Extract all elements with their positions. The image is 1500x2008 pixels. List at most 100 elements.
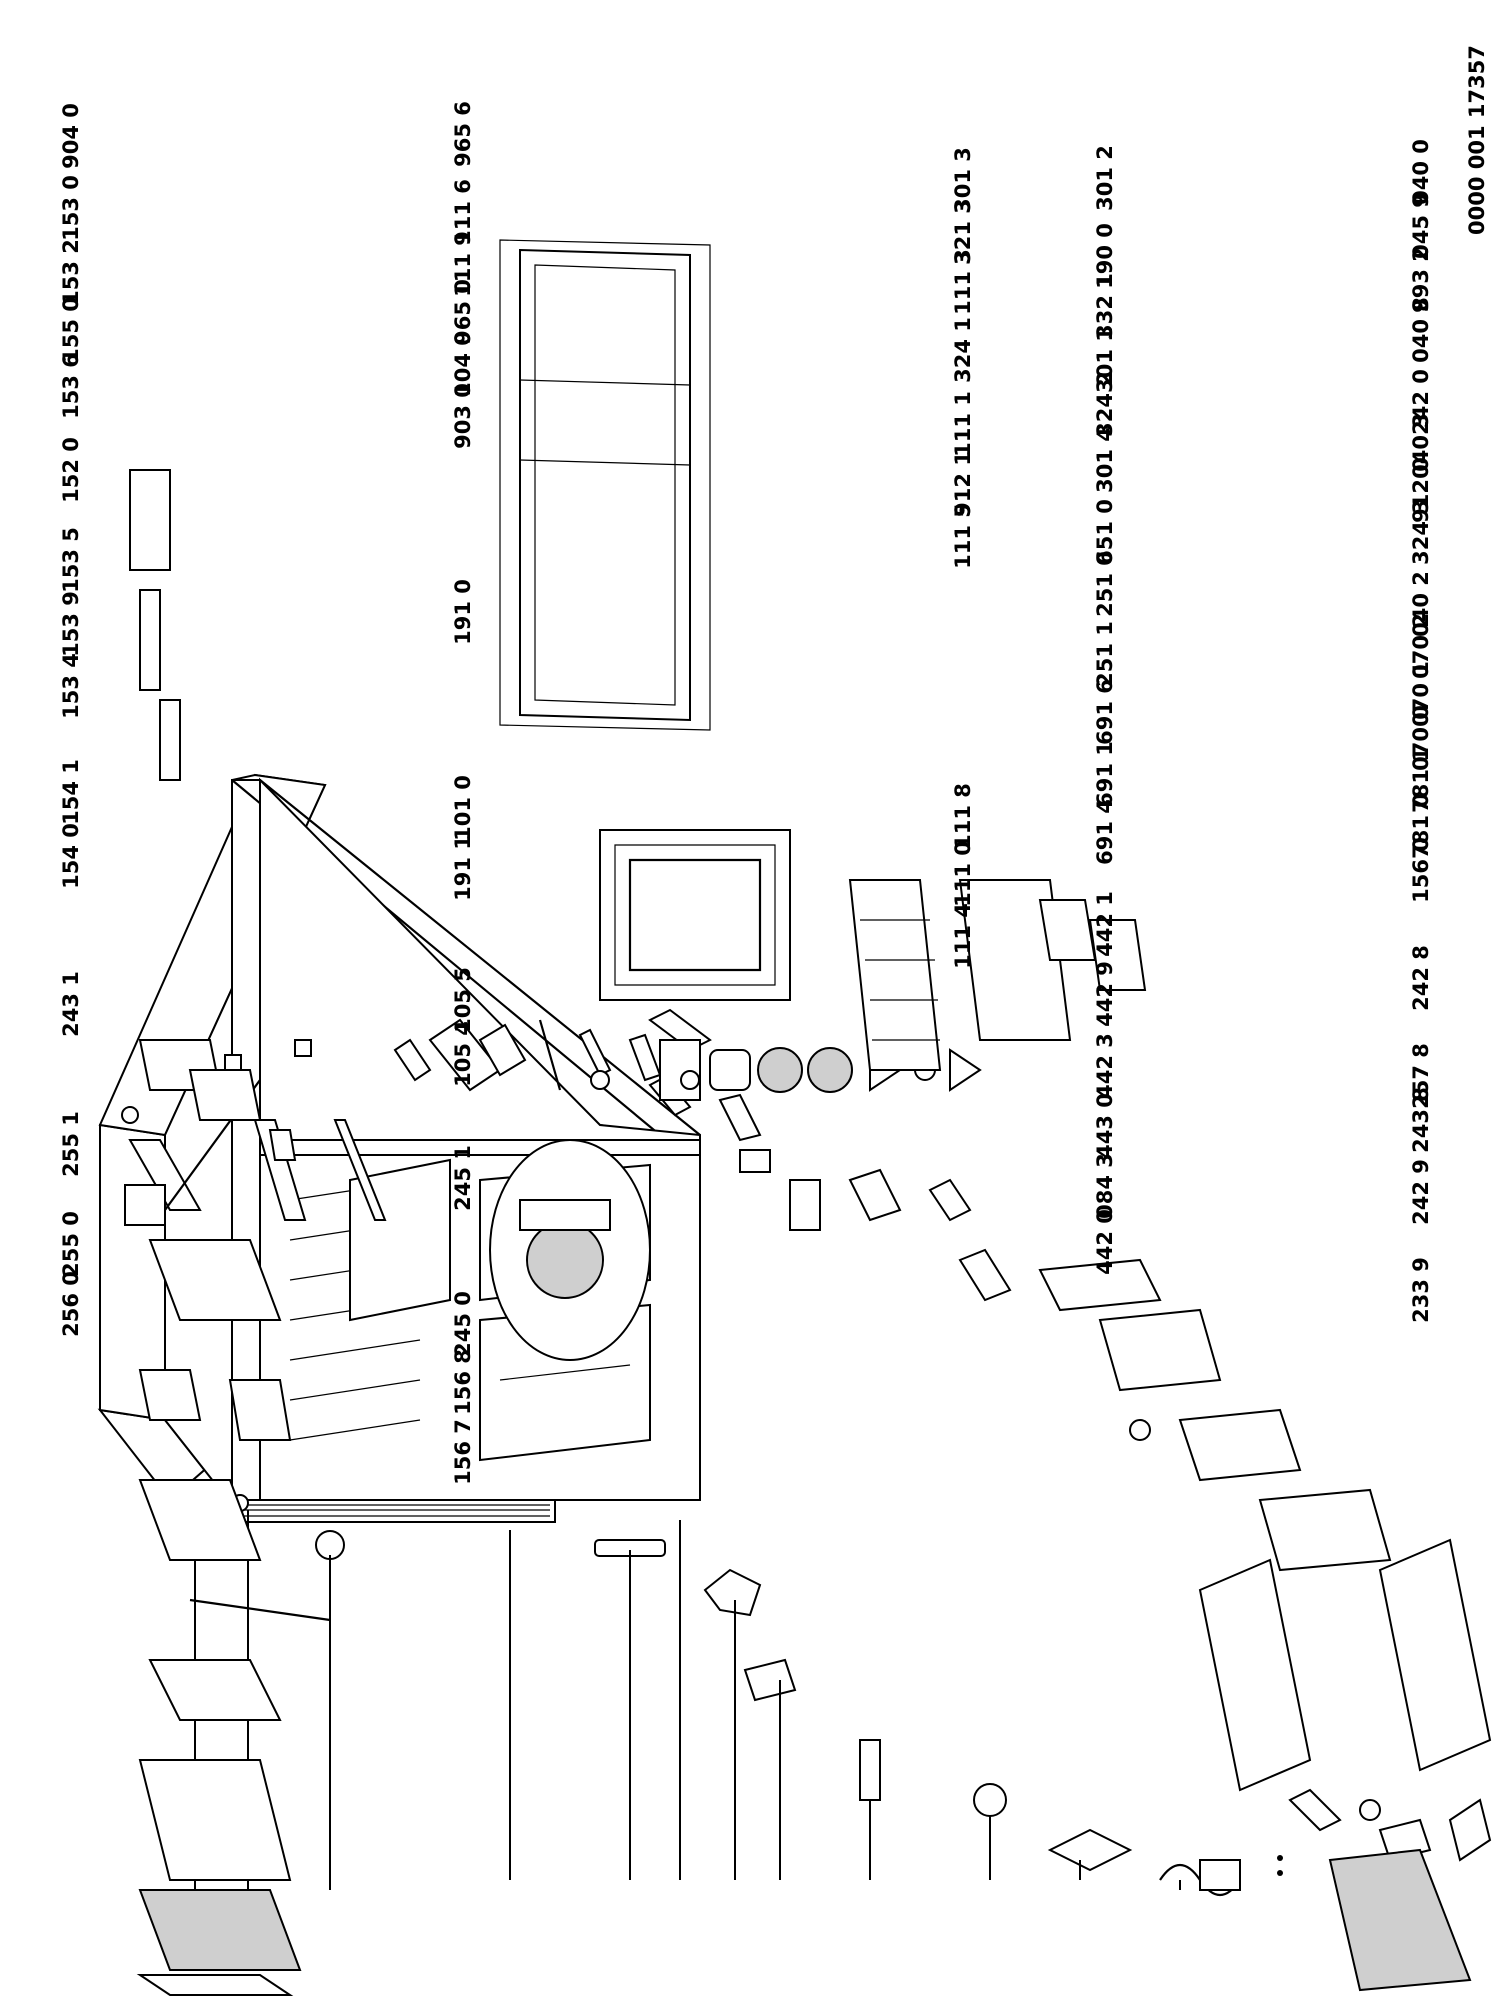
part-label-p1054: 105 4 <box>451 1021 475 1087</box>
freezer-door <box>599 829 791 1001</box>
part-label-p1910: 191 0 <box>451 579 475 645</box>
part-label-p0402: 040 2 <box>1409 571 1433 637</box>
part-label-p3013: 301 3 <box>951 147 975 213</box>
part-label-p2560: 256 0 <box>59 1271 83 1337</box>
part-label-p1550: 155 0 <box>59 297 83 363</box>
part-label-p3014: 301 4 <box>1093 427 1117 493</box>
part-label-p1116: 111 6 <box>451 179 475 245</box>
part-label-p6914: 691 4 <box>1093 799 1117 865</box>
part-label-p9656: 965 6 <box>451 101 475 167</box>
part-label-p2428: 242 8 <box>1409 945 1433 1011</box>
part-label-p1532: 153 2 <box>59 239 83 305</box>
part-label-p7810: 781 0 <box>1409 793 1433 859</box>
part-label-p2510: 251 0 <box>1093 551 1117 617</box>
part-label-p9120: 912 0 <box>1409 457 1433 523</box>
fridge-door <box>519 248 691 722</box>
part-label-p9040: 904 0 <box>59 103 83 169</box>
part-label-p3243: 324 3 <box>1409 499 1433 565</box>
overload-part <box>1047 1828 1133 1872</box>
part-label-p2578: 257 8 <box>1409 1043 1433 1109</box>
crisper-cover <box>138 1889 302 1971</box>
part-label-p1560: 156 0 <box>1409 837 1433 903</box>
part-label-p4430: 443 0 <box>1093 1093 1117 1159</box>
dairy-bin <box>148 1239 282 1321</box>
part-label-p7811: 781 1 <box>1409 747 1433 813</box>
part-label-p3241: 324 1 <box>951 317 975 383</box>
part-label-p1113: 111 3 <box>951 249 975 315</box>
thermostat-part <box>703 1568 762 1617</box>
part-label-p1536: 153 6 <box>59 353 83 419</box>
part-label-p2431: 243 1 <box>59 971 83 1037</box>
part-label-p1118: 111 8 <box>951 783 975 849</box>
evaporator-grid <box>1328 1848 1472 1992</box>
part-label-p2438: 243 8 <box>1409 1087 1433 1153</box>
part-label-p3011: 301 1 <box>1093 327 1117 393</box>
freezer-door-gasket <box>628 858 762 972</box>
part-label-p1055: 105 5 <box>451 967 475 1033</box>
ice-tray <box>1178 1408 1302 1482</box>
part-label-p0403: 040 3 <box>1409 413 1433 479</box>
starter-part <box>973 1783 1007 1817</box>
part-label-p2420: 242 0 <box>1409 369 1433 435</box>
compartment-divider <box>259 1139 701 1156</box>
part-label-p6916: 691 6 <box>1093 679 1117 745</box>
part-label-p3242: 324 2 <box>1093 371 1117 437</box>
part-label-p1115: 111 5 <box>951 503 975 569</box>
part-label-p9030: 903 0 <box>451 383 475 449</box>
part-label-p2550: 255 0 <box>59 1211 83 1277</box>
part-label-p4429: 442 9 <box>1093 961 1117 1027</box>
part-label-p0701: 070 1 <box>1409 661 1433 727</box>
part-label-p1900: 190 0 <box>1093 223 1117 289</box>
part-label-p1010: 101 0 <box>451 775 475 841</box>
part-label-p4420: 442 0 <box>1093 1209 1117 1275</box>
door-bin <box>138 1759 292 1881</box>
part-label-p1110: 111 0 <box>951 841 975 907</box>
part-label-p2429: 242 9 <box>1409 1159 1433 1225</box>
part-label-p1520: 152 0 <box>59 437 83 503</box>
handle-upper <box>129 469 171 571</box>
part-label-p0459: 045 9 <box>1409 193 1433 259</box>
part-label-p9121: 912 1 <box>951 451 975 517</box>
part-label-p1040: 104 0 <box>451 331 475 397</box>
part-label-p3213: 321 3 <box>951 199 975 265</box>
wire-shelf <box>848 879 942 1071</box>
ice-tray-2 <box>1258 1488 1392 1572</box>
relay-part <box>859 1739 881 1801</box>
door-bins-group <box>121 1039 331 1996</box>
part-label-p1530: 153 0 <box>59 175 83 241</box>
part-label-p0843: 084 3 <box>1093 1153 1117 1219</box>
part-label-p1568: 156 8 <box>451 1349 475 1415</box>
part-label-p3321: 332 1 <box>1093 273 1117 339</box>
part-label-p1539: 153 9 <box>59 591 83 657</box>
part-label-p2551: 255 1 <box>59 1111 83 1177</box>
part-label-p2511: 251 1 <box>1093 621 1117 687</box>
part-label-p3012: 301 2 <box>1093 145 1117 211</box>
part-label-p1114: 111 4 <box>951 903 975 969</box>
freezer-drawer-upper <box>1198 1558 1312 1792</box>
compressor <box>526 1221 604 1299</box>
part-label-p1535: 153 5 <box>59 527 83 593</box>
part-label-p9650: 965 0 <box>451 279 475 345</box>
leaders-left <box>194 1505 1181 1890</box>
part-label-p0702: 070 2 <box>1409 613 1433 679</box>
part-label-p1111: 111 1 <box>951 391 975 457</box>
part-label-p6510: 651 0 <box>1093 499 1117 565</box>
part-label-p0408: 040 8 <box>1409 297 1433 363</box>
part-label-p1540: 154 0 <box>59 823 83 889</box>
part-label-p1119: 111 9 <box>451 231 475 297</box>
switch-part <box>743 1658 797 1702</box>
part-label-p6911: 691 1 <box>1093 741 1117 807</box>
part-label-p0400: 040 0 <box>1409 139 1433 205</box>
part-label-p0700: 070 0 <box>1409 705 1433 771</box>
part-label-p1534: 153 4 <box>59 653 83 719</box>
part-label-p2339: 233 9 <box>1409 1257 1433 1323</box>
condenser-strip <box>214 1499 556 1523</box>
doors-group <box>129 239 1147 1101</box>
accessories-left <box>648 1008 1492 1992</box>
part-label-p1541: 154 1 <box>59 759 83 825</box>
part-label-p4421: 442 1 <box>1093 891 1117 957</box>
part-label-p9932: 993 2 <box>1409 247 1433 313</box>
